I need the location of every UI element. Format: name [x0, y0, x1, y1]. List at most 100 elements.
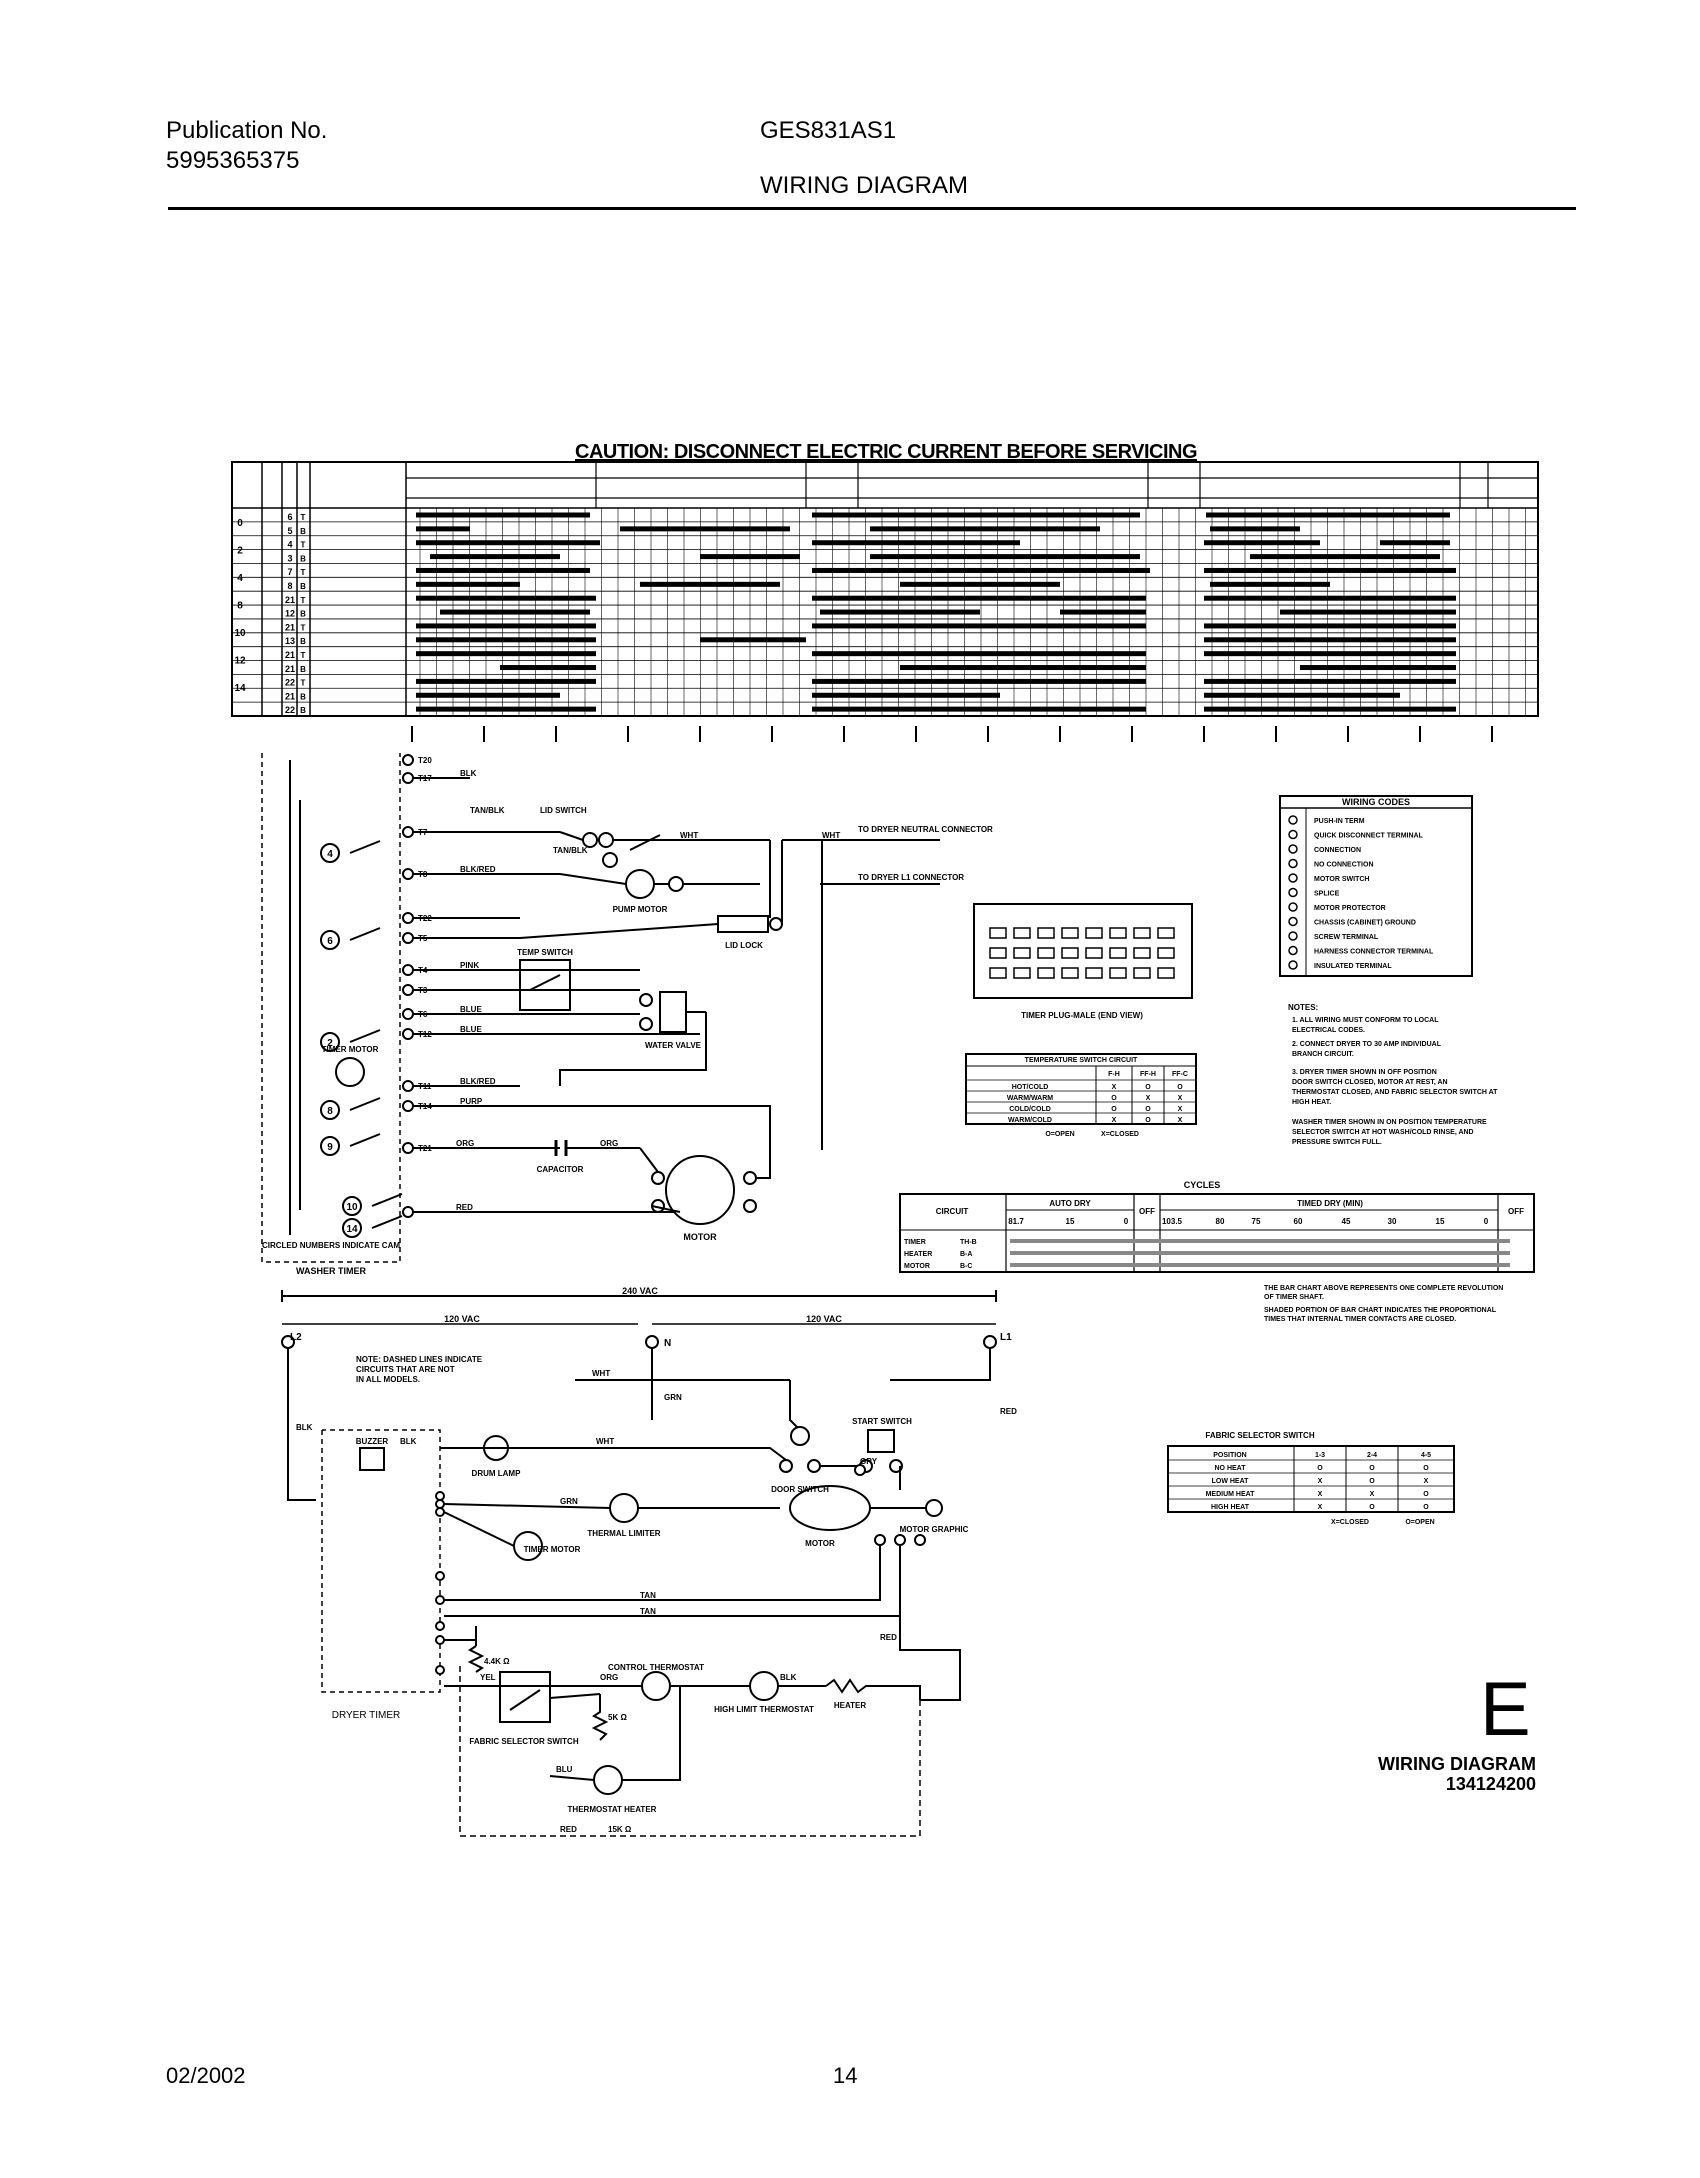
dryer-component-label: THERMAL LIMITER — [587, 1529, 660, 1538]
washer-schematic — [261, 753, 940, 1263]
note-line: 2. CONNECT DRYER TO 30 AMP INDIVIDUAL — [1292, 1041, 1442, 1048]
wiring-code-item: SCREW TERMINAL — [1314, 934, 1379, 941]
fabric-cell: X — [1318, 1491, 1323, 1498]
plug-pin — [1061, 927, 1079, 939]
dryer-component-label: DRUM LAMP — [472, 1469, 522, 1478]
contact-closed-bar — [1204, 637, 1456, 643]
washer-terminal-label: T14 — [418, 1102, 432, 1111]
page-title: WIRING DIAGRAM — [760, 172, 968, 199]
wire — [444, 1546, 881, 1601]
chart-contact-letter: B — [300, 554, 306, 563]
motor-switch-terminal — [914, 1534, 926, 1546]
washer-timer-terminal — [402, 1080, 414, 1092]
wire — [639, 1147, 659, 1173]
wire — [444, 1546, 901, 1617]
contact-closed-bar — [1060, 609, 1146, 615]
wiring-code-item: MOTOR PROTECTOR — [1314, 905, 1386, 912]
dryer-wire-label: GRN — [560, 1497, 578, 1506]
wiring-code-item: CHASSIS (CABINET) GROUND — [1314, 920, 1416, 927]
door-switch-contact — [790, 1426, 810, 1446]
component-label: MOTOR — [683, 1232, 717, 1242]
plug-pin — [1061, 947, 1079, 959]
contact-closed-bar — [812, 692, 1000, 698]
washer-terminal-label: T22 — [418, 914, 432, 923]
washer-terminal-label: T20 — [418, 756, 432, 765]
temp-legend: X=CLOSED — [1101, 1131, 1139, 1138]
wiring-code-symbol — [1288, 873, 1298, 883]
motor-graphic — [925, 1499, 943, 1517]
chart-contact-letter: T — [301, 541, 306, 550]
wire-label: BLK/RED — [460, 1077, 496, 1086]
temp-table-cell: X — [1112, 1117, 1117, 1124]
wire — [559, 1012, 707, 1086]
temp-table-header: FF-H — [1140, 1071, 1156, 1078]
chart-contact-number: 5 — [287, 526, 292, 536]
washer-timer-terminal — [402, 754, 414, 766]
temp-table-cell: HOT/COLD — [1012, 1084, 1049, 1091]
dryer-component-label: HEATER — [834, 1701, 867, 1710]
wiring-code-symbol — [1288, 916, 1298, 927]
cam-number: 9 — [327, 1142, 333, 1153]
component-label: TIMER MOTOR — [322, 1045, 379, 1054]
plug-pin — [1109, 967, 1127, 979]
fabric-cell: HIGH HEAT — [1211, 1504, 1250, 1511]
plug-pin — [1109, 927, 1127, 939]
cycles-header: OFF — [1139, 1207, 1155, 1216]
section-letter: E — [1480, 1667, 1531, 1752]
plug-pin — [1013, 947, 1031, 959]
cycles-scale: 75 — [1252, 1217, 1261, 1226]
cam-number-circle — [342, 1196, 362, 1216]
cam-switch-blade — [349, 1097, 381, 1111]
contact-closed-bar — [416, 526, 470, 532]
resistor-label: 4.4K Ω — [484, 1657, 510, 1666]
chart-contact-number: 21 — [285, 622, 295, 632]
cam-number-circle — [320, 843, 340, 863]
line-label: L1 — [1000, 1332, 1012, 1343]
fabric-header: 2-4 — [1367, 1452, 1377, 1459]
dryer-wire-label: TAN — [640, 1607, 656, 1616]
temp-table-cell: WARM/COLD — [1008, 1117, 1052, 1124]
temp-table-cell: X — [1112, 1084, 1117, 1091]
cam-switch-blade — [371, 1215, 403, 1229]
model-number: GES831AS1 — [760, 117, 897, 144]
chart-row-number: 10 — [234, 628, 246, 639]
cycles-title: CYCLES — [1184, 1180, 1221, 1190]
reference-tables — [899, 795, 1535, 1513]
cycles-note-line: SHADED PORTION OF BAR CHART INDICATES TH… — [1264, 1307, 1497, 1314]
contact-closed-bar — [416, 651, 596, 657]
dryer-timer-label: DRYER TIMER — [332, 1710, 401, 1721]
dryer-schematic — [281, 1290, 997, 1837]
chart-contact-letter: B — [300, 610, 306, 619]
temp-table-header: FF-C — [1172, 1071, 1188, 1078]
dryer-wire-label: RED — [1000, 1407, 1017, 1416]
wiring-code-item: HARNESS CONNECTOR TERMINAL — [1314, 949, 1434, 956]
temp-table-header: F-H — [1108, 1071, 1120, 1078]
chart-contact-letter: B — [300, 527, 306, 536]
voltage-label: 240 VAC — [622, 1286, 658, 1296]
chart-contact-number: 13 — [285, 636, 295, 646]
washer-timer-terminal — [402, 1008, 414, 1020]
temp-table-cell: X — [1146, 1095, 1151, 1102]
diagram-number: 134124200 — [1445, 1774, 1536, 1794]
contact-closed-bar — [416, 692, 560, 698]
resistor-44k — [467, 1645, 485, 1673]
pressure-switch-terminal — [602, 852, 618, 868]
washer-timer-terminal — [402, 1142, 414, 1154]
fabric-cell: MEDIUM HEAT — [1206, 1491, 1256, 1498]
dryer-component-label: TIMER MOTOR — [524, 1545, 581, 1554]
note-line: PRESSURE SWITCH FULL. — [1292, 1139, 1382, 1146]
contact-closed-bar — [620, 526, 790, 532]
wire-label: PINK — [460, 961, 479, 970]
fabric-header: 4-5 — [1421, 1452, 1431, 1459]
wire — [549, 1775, 595, 1781]
cam-switch-blade — [349, 1029, 381, 1043]
chart-contact-number: 22 — [285, 705, 295, 715]
temp-table-cell: O — [1145, 1117, 1151, 1124]
water-valve-terminal — [639, 993, 653, 1007]
fabric-cell: O — [1369, 1504, 1375, 1511]
motor-terminal — [743, 1171, 757, 1185]
wiring-code-item: CONNECTION — [1314, 847, 1361, 854]
wire-label: ORG — [600, 1139, 618, 1148]
